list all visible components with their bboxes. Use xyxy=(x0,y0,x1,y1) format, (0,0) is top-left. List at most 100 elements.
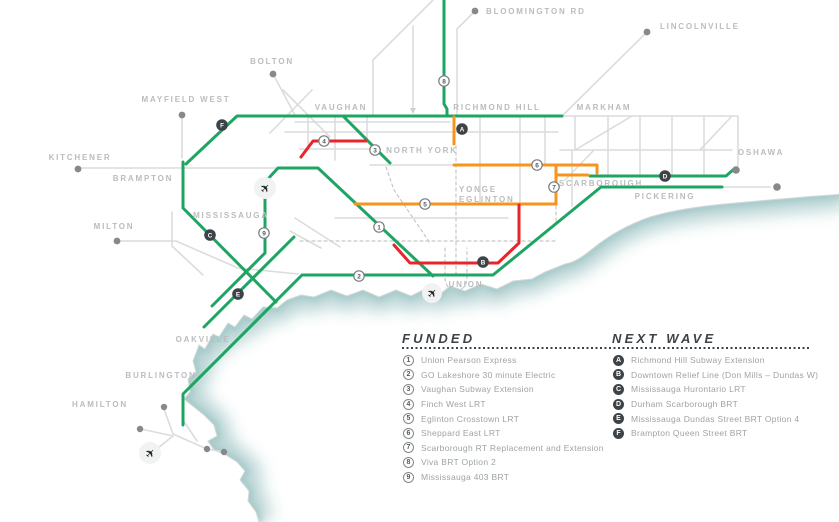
marker-next-D: D xyxy=(659,170,671,182)
next-A-badge: A xyxy=(613,354,624,366)
label-hamilton: HAMILTON xyxy=(72,400,128,409)
legend-item-funded-7: 7 Scarborough RT Replacement and Extensio… xyxy=(403,441,604,456)
next-E-label: Mississauga Dundas Street BRT Option 4 xyxy=(631,413,800,424)
funded-7-label: Scarborough RT Replacement and Extension xyxy=(421,442,604,453)
funded-7-badge: 7 xyxy=(403,442,414,454)
marker-next-A: A xyxy=(456,123,468,135)
funded-8-badge: 8 xyxy=(403,456,414,468)
next-F-label: Brampton Queen Street BRT xyxy=(631,428,748,439)
marker-funded-5: 5 xyxy=(419,198,431,210)
svg-text:5: 5 xyxy=(423,201,427,208)
boundary-lines xyxy=(299,145,557,291)
route-finch-west-lrt xyxy=(299,139,368,159)
svg-text:C: C xyxy=(208,232,213,239)
funded-5-badge: 5 xyxy=(403,413,414,425)
funded-6-label: Sheppard East LRT xyxy=(421,428,501,439)
svg-text:6: 6 xyxy=(535,162,539,169)
label-kitchener: KITCHENER xyxy=(49,153,112,162)
label-markham: MARKHAM xyxy=(577,103,632,112)
next-B-badge: B xyxy=(613,369,624,381)
label-vaughan: VAUGHAN xyxy=(315,103,367,112)
svg-text:D: D xyxy=(663,173,668,180)
svg-text:F: F xyxy=(220,122,224,129)
label-pickering: PICKERING xyxy=(635,192,696,201)
funded-2-label: GO Lakeshore 30 minute Electric xyxy=(421,369,556,380)
marker-funded-7: 7 xyxy=(548,181,560,193)
transit-lines-red xyxy=(299,139,521,265)
road-network xyxy=(77,0,771,453)
label-oshawa: OSHAWA xyxy=(738,148,784,157)
legend-item-next-B: B Downtown Relief Line (Don Mills – Dunda… xyxy=(613,368,818,383)
label-north-york: NORTH YORK xyxy=(386,146,458,155)
transit-lines-orange xyxy=(353,115,599,206)
route-go-lakeshore xyxy=(181,185,724,427)
next-B-label: Downtown Relief Line (Don Mills – Dundas… xyxy=(631,369,819,380)
route-dundas-brt xyxy=(202,235,296,329)
funded-9-label: Mississauga 403 BRT xyxy=(421,472,510,483)
label-yonge: YONGE xyxy=(459,185,497,194)
next-F-badge: F xyxy=(613,427,624,439)
marker-next-F: F xyxy=(216,119,228,131)
marker-funded-6: 6 xyxy=(531,159,543,171)
label-bolton: BOLTON xyxy=(250,57,294,66)
label-union: UNION xyxy=(449,280,484,289)
label-milton: MILTON xyxy=(94,222,135,231)
legend-funded-list: 1 Union Pearson Express 2 GO Lakeshore 30 … xyxy=(403,353,604,484)
marker-next-B: B xyxy=(477,256,489,268)
funded-3-label: Vaughan Subway Extension xyxy=(421,384,534,395)
next-A-label: Richmond Hill Subway Extension xyxy=(631,355,765,366)
svg-text:1: 1 xyxy=(377,224,381,231)
next-D-label: Durham Scarborough BRT xyxy=(631,399,739,410)
label-richmond-hill: RICHMOND HILL xyxy=(453,103,540,112)
label-brampton: BRAMPTON xyxy=(113,174,173,183)
legend-next-wave-list: A Richmond Hill Subway Extension B Downtow… xyxy=(613,353,818,441)
funded-4-badge: 4 xyxy=(403,398,414,410)
label-mayfield-west: MAYFIELD WEST xyxy=(142,95,231,104)
marker-funded-2: 2 xyxy=(353,270,365,282)
marker-funded-4: 4 xyxy=(318,135,330,147)
funded-6-badge: 6 xyxy=(403,427,414,439)
route-downtown-relief xyxy=(392,203,521,265)
next-C-label: Mississauga Hurontario LRT xyxy=(631,384,746,395)
route-sheppard-east xyxy=(452,163,599,175)
funded-9-badge: 9 xyxy=(403,471,414,483)
legend-divider xyxy=(402,347,810,349)
svg-text:7: 7 xyxy=(552,184,556,191)
marker-next-E: E xyxy=(232,288,244,300)
svg-text:2: 2 xyxy=(357,273,361,280)
funded-1-label: Union Pearson Express xyxy=(421,355,517,366)
legend-item-next-F: F Brampton Queen Street BRT xyxy=(613,426,818,441)
label-scarborough: SCARBOROUGH xyxy=(559,179,643,188)
funded-3-badge: 3 xyxy=(403,383,414,395)
funded-markers: 1 2 3 4 5 6 7 8 9 xyxy=(258,75,560,282)
funded-2-badge: 2 xyxy=(403,369,414,381)
airport-island: ✈ xyxy=(422,283,442,303)
legend-item-funded-4: 4 Finch West LRT xyxy=(403,397,604,412)
route-403-brt xyxy=(210,179,267,308)
svg-text:8: 8 xyxy=(442,78,446,85)
marker-next-C: C xyxy=(204,229,216,241)
legend-next-wave-title: NEXT WAVE xyxy=(612,331,717,346)
legend-item-funded-9: 9 Mississauga 403 BRT xyxy=(403,470,604,485)
route-durham-scarborough-brt xyxy=(588,167,736,178)
svg-text:A: A xyxy=(460,126,465,133)
legend-item-funded-2: 2 GO Lakeshore 30 minute Electric xyxy=(403,368,604,383)
marker-funded-3: 3 xyxy=(369,144,381,156)
next-wave-markers: A B C D E F xyxy=(204,119,671,300)
marker-funded-9: 9 xyxy=(258,227,270,239)
city-dots xyxy=(74,7,781,456)
legend-item-next-A: A Richmond Hill Subway Extension xyxy=(613,353,818,368)
route-hurontario-lrt xyxy=(181,160,278,304)
svg-text:9: 9 xyxy=(262,230,266,237)
svg-text:E: E xyxy=(236,291,240,298)
airport-hamilton: ✈ xyxy=(139,442,161,464)
legend-item-funded-6: 6 Sheppard East LRT xyxy=(403,426,604,441)
funded-4-label: Finch West LRT xyxy=(421,399,486,410)
funded-1-badge: 1 xyxy=(403,354,414,366)
marker-funded-1: 1 xyxy=(373,221,385,233)
